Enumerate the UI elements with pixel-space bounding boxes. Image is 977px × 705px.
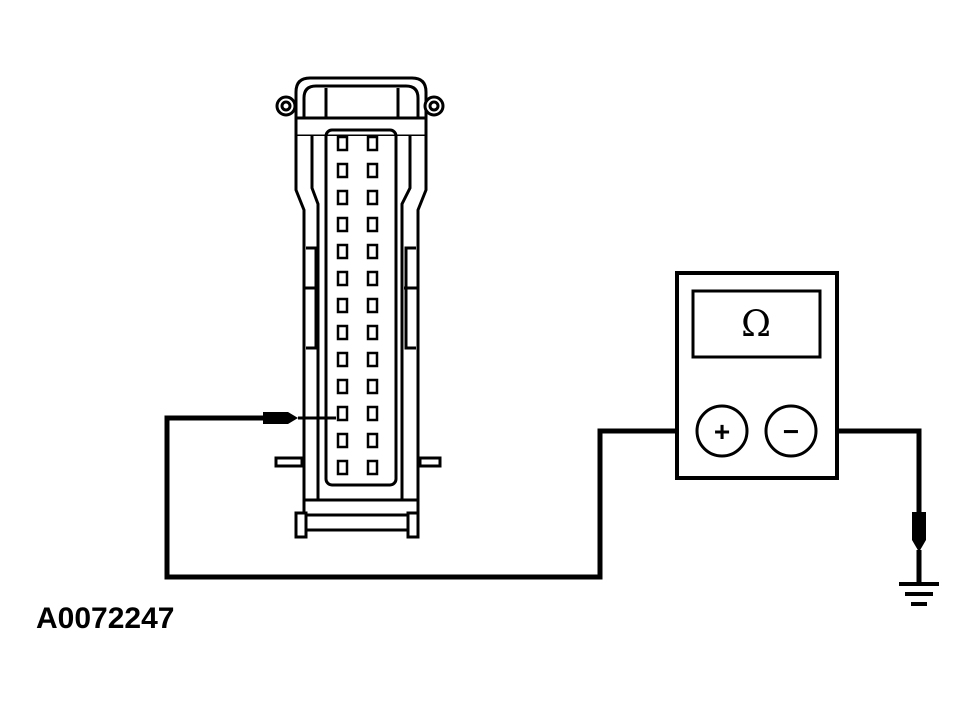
positive-terminal (695, 404, 749, 458)
connector-pin (366, 405, 379, 422)
connector-pin (366, 189, 379, 206)
connector-pin (336, 432, 349, 449)
connector-pin (336, 297, 349, 314)
connector-pin (366, 243, 379, 260)
connector (274, 76, 445, 539)
connector-pin (336, 216, 349, 233)
ground-symbol-icon (899, 582, 939, 606)
connector-pin (366, 216, 379, 233)
connector-pin (336, 135, 349, 152)
connector-pin (366, 324, 379, 341)
positive-label: + (714, 416, 730, 447)
mounting-ear-right (423, 95, 445, 117)
connector-pin (336, 378, 349, 395)
test-probe (263, 412, 336, 424)
lead-negative (816, 428, 922, 512)
connector-pin (336, 459, 349, 476)
negative-label: − (783, 416, 799, 447)
negative-terminal (764, 404, 818, 458)
probe-lead-positive (164, 415, 697, 580)
connector-pin (336, 162, 349, 179)
multimeter-display (691, 289, 822, 359)
ground-clip (912, 512, 926, 552)
connector-pin (366, 297, 379, 314)
connector-pin (366, 351, 379, 368)
connector-pin (366, 459, 379, 476)
connector-pin (366, 135, 379, 152)
connector-foot-right (406, 511, 420, 539)
connector-pin (366, 270, 379, 287)
connector-foot-left (294, 511, 308, 539)
connector-pin (336, 243, 349, 260)
connector-cap (294, 76, 428, 124)
pin-cavity (324, 128, 398, 487)
connector-pin (336, 189, 349, 206)
connector-pin (366, 378, 379, 395)
connector-flange (274, 456, 304, 468)
multimeter: Ω + − (675, 271, 839, 480)
ohm-symbol: Ω (741, 304, 771, 345)
connector-pin (336, 324, 349, 341)
connector-pin (336, 270, 349, 287)
connector-pin (336, 351, 349, 368)
connector-pins (336, 135, 379, 476)
connector-pin (366, 162, 379, 179)
connector-pin (336, 405, 349, 422)
wiring (164, 415, 922, 582)
connector-pin (366, 432, 379, 449)
mounting-ear-left (275, 95, 297, 117)
connector-housing (294, 116, 428, 138)
figure-id: A0072247 (36, 602, 174, 635)
